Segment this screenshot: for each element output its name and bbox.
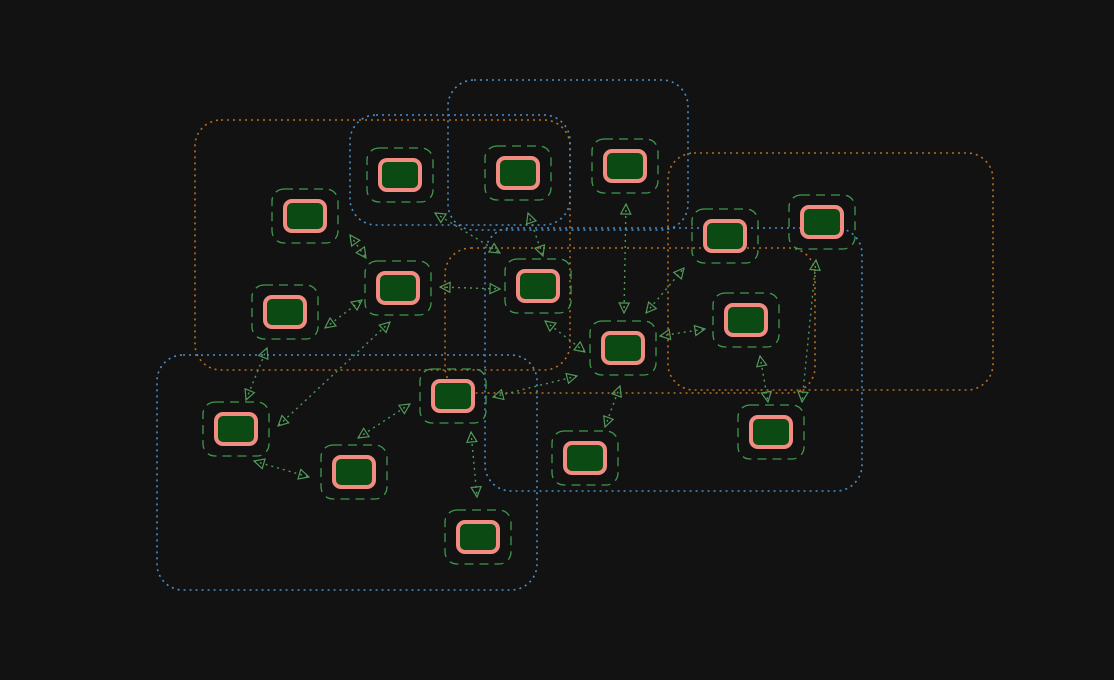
edge-9 bbox=[660, 329, 705, 336]
node-halo bbox=[364, 260, 432, 316]
node-halo bbox=[202, 401, 270, 457]
node-halo bbox=[691, 208, 759, 264]
nodes-layer bbox=[202, 138, 856, 565]
edge-6 bbox=[545, 321, 585, 352]
node-halo bbox=[788, 194, 856, 250]
node-box bbox=[703, 219, 747, 253]
node-halo bbox=[419, 368, 487, 424]
node-halo bbox=[551, 430, 619, 486]
node-7[interactable] bbox=[504, 258, 572, 314]
node-16[interactable] bbox=[737, 404, 805, 460]
edge-10 bbox=[760, 356, 768, 402]
edge-13 bbox=[493, 376, 577, 397]
node-halo bbox=[484, 145, 552, 201]
edge-12 bbox=[605, 386, 620, 427]
node-box bbox=[332, 455, 376, 489]
node-box bbox=[378, 158, 422, 192]
node-14[interactable] bbox=[320, 444, 388, 500]
node-box bbox=[496, 156, 540, 190]
node-box bbox=[601, 331, 645, 365]
node-box bbox=[283, 199, 327, 233]
node-box bbox=[800, 205, 844, 239]
node-10[interactable] bbox=[788, 194, 856, 250]
node-1[interactable] bbox=[591, 138, 659, 194]
node-box bbox=[563, 441, 607, 475]
edge-3 bbox=[440, 287, 500, 289]
node-8[interactable] bbox=[589, 320, 657, 376]
node-box bbox=[376, 271, 420, 305]
edge-11 bbox=[802, 260, 816, 402]
node-halo bbox=[444, 509, 512, 565]
edge-2 bbox=[325, 300, 362, 328]
node-15[interactable] bbox=[551, 430, 619, 486]
node-halo bbox=[591, 138, 659, 194]
node-box bbox=[214, 412, 258, 446]
group-4 bbox=[667, 152, 994, 391]
edge-7 bbox=[624, 204, 626, 313]
edge-5 bbox=[528, 213, 543, 256]
node-halo bbox=[504, 258, 572, 314]
group-3 bbox=[447, 79, 689, 231]
node-13[interactable] bbox=[202, 401, 270, 457]
node-6[interactable] bbox=[364, 260, 432, 316]
node-11[interactable] bbox=[712, 292, 780, 348]
edge-4 bbox=[435, 213, 500, 253]
node-halo bbox=[366, 147, 434, 203]
edge-8 bbox=[646, 268, 684, 313]
groups-layer bbox=[156, 79, 994, 591]
node-3[interactable] bbox=[484, 145, 552, 201]
node-9[interactable] bbox=[691, 208, 759, 264]
node-box bbox=[456, 520, 500, 554]
edges-layer bbox=[246, 204, 816, 497]
node-12[interactable] bbox=[419, 368, 487, 424]
node-halo bbox=[251, 284, 319, 340]
group-6 bbox=[484, 227, 863, 492]
edge-17 bbox=[254, 461, 309, 477]
node-box bbox=[431, 379, 475, 413]
node-box bbox=[749, 415, 793, 449]
node-halo bbox=[737, 404, 805, 460]
node-box bbox=[263, 295, 307, 329]
edge-1 bbox=[350, 235, 366, 258]
node-box bbox=[516, 269, 560, 303]
edge-14 bbox=[358, 404, 410, 438]
node-4[interactable] bbox=[271, 188, 339, 244]
node-halo bbox=[589, 320, 657, 376]
node-2[interactable] bbox=[366, 147, 434, 203]
node-halo bbox=[271, 188, 339, 244]
node-halo bbox=[320, 444, 388, 500]
node-halo bbox=[712, 292, 780, 348]
edge-15 bbox=[278, 322, 390, 426]
node-5[interactable] bbox=[251, 284, 319, 340]
node-17[interactable] bbox=[444, 509, 512, 565]
node-box bbox=[724, 303, 768, 337]
node-box bbox=[603, 149, 647, 183]
edge-18 bbox=[471, 432, 477, 497]
